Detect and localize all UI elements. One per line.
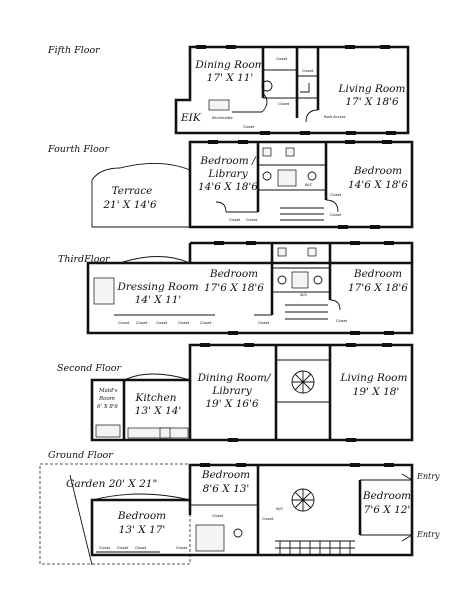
third-dressing-room-dim: 14' X 11' — [135, 294, 182, 306]
fifth-eik-label: EIK — [180, 112, 202, 124]
ground-closet-c: Closet — [135, 546, 147, 550]
second-kitchen-dim: 13' X 14' — [135, 405, 182, 417]
fifth-floor-title: Fifth Floor — [47, 45, 101, 56]
third-floor: ThirdFloor — [58, 241, 414, 335]
third-floor-walls — [86, 241, 414, 335]
fifth-floor: Fifth Floor Dining Room 17' — [47, 45, 410, 135]
third-bedroom-1-dim: 17'6 X 18'6 — [204, 282, 264, 294]
second-maids-room-line-1: Maid's — [98, 388, 118, 394]
fourth-closet-d: Closet — [330, 193, 342, 197]
fifth-closet-a: Closet — [276, 57, 288, 61]
fourth-floor-walls — [91, 140, 414, 229]
second-living-room-name: Living Room — [340, 372, 408, 384]
fourth-bedroom-library-name-2: Library — [207, 168, 248, 180]
second-maids-room-dim: 6' X 8'6 — [97, 404, 118, 410]
third-dressing-room-name: Dressing Room — [116, 281, 198, 293]
fifth-living-room-name: Living Room — [338, 83, 406, 95]
fifth-closet-b: Closet — [302, 69, 314, 73]
ground-floor-title: Ground Floor — [48, 450, 114, 461]
ground-bedroom-right-dim: 7'6 X 12' — [364, 504, 411, 516]
fifth-closet-c: Closet — [278, 102, 290, 106]
fourth-wc-label: W/C — [305, 183, 313, 187]
fourth-closet-a: Closet — [229, 218, 241, 222]
fifth-roof-access-label: Roof Access — [324, 115, 346, 119]
fourth-bedroom-dim: 14'6 X 18'6 — [348, 179, 408, 191]
fourth-closet-b: Closet — [246, 218, 258, 222]
third-closet-g: Closet — [336, 319, 348, 323]
second-dining-library-dim: 19' X 16'6 — [205, 398, 259, 410]
third-bedroom-1-name: Bedroom — [209, 268, 258, 280]
second-floor: Second Floor Maid's R — [57, 343, 414, 442]
fifth-floor-walls — [174, 45, 410, 135]
ground-closet-e: Closet — [212, 514, 224, 518]
fifth-living-room-dim: 17' X 18'6 — [345, 96, 399, 108]
second-maids-room-line-2: Room — [98, 396, 115, 402]
third-closet-b: Closet — [136, 321, 148, 325]
third-wc-label: W/C — [300, 293, 308, 297]
third-closet-a: Closet — [118, 321, 130, 325]
third-closet-c: Closet — [156, 321, 168, 325]
ground-bedroom-main-dim: 13' X 17' — [119, 524, 166, 536]
ground-bedroom-right-name: Bedroom — [362, 490, 411, 502]
fourth-bedroom-library-name-1: Bedroom / — [199, 155, 257, 167]
fifth-dining-room-name: Dining Room — [194, 59, 264, 71]
ground-garden-label: Garden 20' X 21" — [66, 478, 157, 490]
ground-bedroom-top-name: Bedroom — [201, 469, 250, 481]
ground-entry-bottom: Entry — [416, 530, 440, 539]
ground-floor-walls — [39, 463, 414, 566]
ground-wc-label: W/C — [276, 507, 284, 511]
ground-bedroom-main-name: Bedroom — [117, 510, 166, 522]
ground-closet-f: Closet — [262, 517, 274, 521]
ground-bedroom-top-dim: 8'6 X 13' — [203, 483, 250, 495]
ground-closet-a: Closet — [99, 546, 111, 550]
fourth-terrace-dim: 21' X 14'6 — [102, 199, 157, 211]
second-kitchen-name: Kitchen — [134, 392, 176, 404]
fifth-kitchenette-label: Kitchenette — [212, 116, 234, 120]
third-closet-d: Closet — [178, 321, 190, 325]
second-living-room-dim: 19' X 18' — [353, 386, 400, 398]
second-floor-walls — [90, 343, 414, 442]
second-floor-title: Second Floor — [57, 363, 122, 374]
fifth-dining-room-dim: 17' X 11' — [207, 72, 254, 84]
ground-closet-b: Closet — [117, 546, 129, 550]
fourth-bedroom-library-dim: 14'6 X 18'6 — [198, 181, 258, 193]
fourth-terrace-name: Terrace — [112, 185, 153, 197]
third-floor-title: ThirdFloor — [58, 254, 111, 265]
fourth-closet-c: Closet — [330, 213, 342, 217]
third-bedroom-2-dim: 17'6 X 18'6 — [348, 282, 408, 294]
fourth-floor-title: Fourth Floor — [47, 144, 110, 155]
fourth-floor: Fourth Floor Terra — [47, 140, 414, 229]
ground-floor: Ground Floor — [39, 450, 440, 566]
ground-closet-d: Closet — [176, 546, 188, 550]
fifth-closet-d: Closet — [243, 125, 255, 129]
second-dining-library-name-1: Dining Room/ — [197, 372, 272, 384]
third-closet-f: Closet — [258, 321, 270, 325]
ground-entry-top: Entry — [416, 472, 440, 481]
third-closet-e: Closet — [200, 321, 212, 325]
fourth-bedroom-name: Bedroom — [353, 165, 402, 177]
second-dining-library-name-2: Library — [211, 385, 252, 397]
third-bedroom-2-name: Bedroom — [353, 268, 402, 280]
